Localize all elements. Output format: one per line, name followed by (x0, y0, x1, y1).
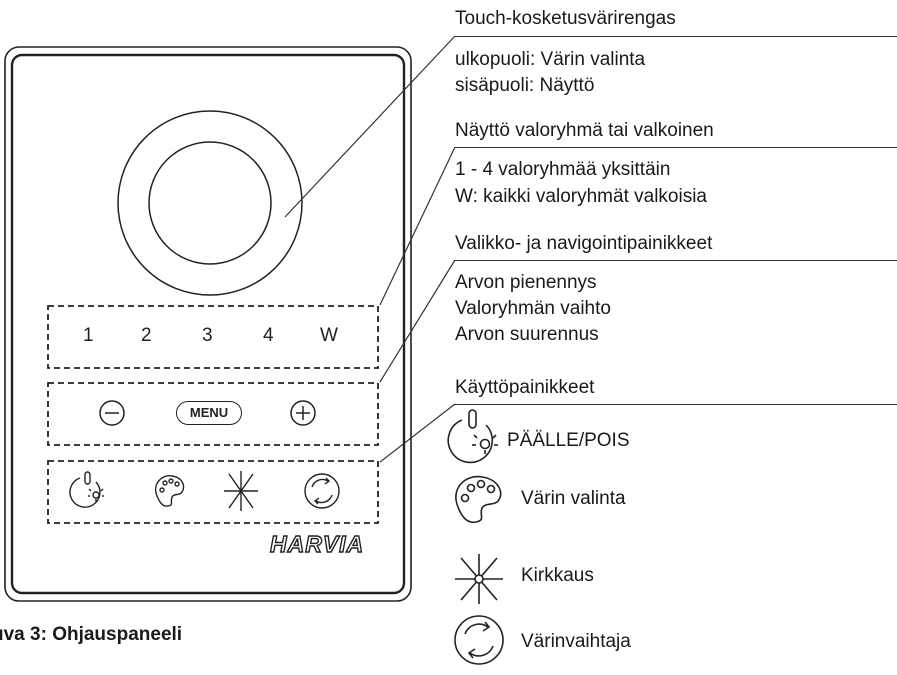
channel-3-label: 3 (202, 325, 213, 346)
op-title: Käyttöpainikkeet (455, 377, 595, 398)
channel-4-label: 4 (263, 325, 274, 346)
nav-line-3: Arvon suurennus (455, 324, 599, 345)
ring-inner-text: sisäpuoli: Näyttö (455, 75, 595, 96)
op-color-label: Värin valinta (521, 488, 626, 509)
channel-w-label: W (320, 325, 338, 346)
menu-button: MENU (176, 401, 242, 425)
figure-caption: uva 3: Ohjauspaneeli (0, 624, 183, 645)
operation-button-box (47, 460, 379, 524)
op-brightness-label: Kirkkaus (521, 565, 594, 586)
op-rule (455, 404, 897, 405)
legend-brightness-icon (455, 554, 503, 604)
plus-icon (290, 400, 316, 426)
op-power-label: PÄÄLLE/POIS (507, 430, 630, 451)
nav-line-2: Valoryhmän vaihto (455, 298, 611, 319)
channel-1-label: 1 (83, 325, 94, 346)
op-changer-label: Värinvaihtaja (521, 631, 631, 652)
palette-icon (155, 475, 185, 507)
group-title: Näyttö valoryhmä tai valkoinen (455, 120, 714, 141)
nav-title: Valikko- ja navigointipainikkeet (455, 233, 713, 254)
group-rule (455, 147, 897, 148)
color-changer-icon (304, 473, 340, 509)
panel-inner-frame (10, 53, 406, 595)
nav-leader (379, 259, 456, 383)
legend-color-changer-icon (454, 615, 504, 665)
minus-icon (99, 400, 125, 426)
harvia-logo: HARVIA (269, 530, 365, 557)
op-leader (379, 403, 456, 463)
legend-palette-icon (455, 475, 502, 524)
ring-outer-text: ulkopuoli: Värin valinta (455, 49, 646, 70)
nav-rule (455, 260, 897, 261)
legend-power-bulb-icon (447, 409, 498, 464)
ring-leader (284, 35, 456, 218)
leader-lines (284, 35, 456, 463)
touch-ring-inner (148, 141, 272, 265)
touch-ring-outer (117, 110, 303, 296)
ring-title: Touch-kosketusvärirengas (455, 8, 676, 29)
group-line-2: W: kaikki valoryhmät valkoisia (455, 186, 708, 207)
light-group-box (47, 305, 379, 369)
group-leader (379, 146, 456, 306)
power-bulb-icon (69, 471, 104, 508)
brightness-icon (224, 471, 258, 511)
nav-button-box (47, 382, 379, 446)
nav-line-1: Arvon pienennys (455, 272, 597, 293)
panel-outer-frame (4, 46, 412, 602)
group-line-1: 1 - 4 valoryhmää yksittäin (455, 159, 671, 180)
ring-rule (455, 36, 897, 37)
channel-2-label: 2 (141, 325, 152, 346)
